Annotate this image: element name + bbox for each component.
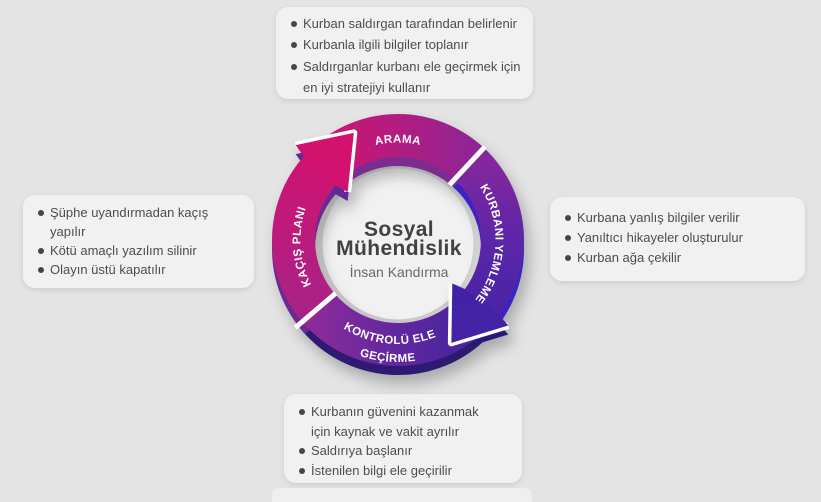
callout-item: Saldırganlar kurbanı ele geçirmek için e…	[291, 56, 523, 99]
callout-item: Kurban saldırgan tarafından belirlenir	[291, 13, 523, 34]
cycle-diagram: ARAMA KURBANI YEMLEME KAÇIŞ PLANI KONTRO…	[271, 113, 525, 375]
callout-item: Kurbana yanlış bilgiler verilir	[565, 208, 795, 228]
callout-item: Kötü amaçlı yazılım silinir	[38, 241, 244, 260]
segment-gap	[447, 145, 487, 187]
callout-right-kurbani-yemleme: Kurbana yanlış bilgiler verilir Yanıltıc…	[550, 197, 805, 281]
callout-left-kacis-plani: Şüphe uyandırmadan kaçış yapılır Kötü am…	[23, 195, 254, 288]
diagram-subtitle: İnsan Kandırma	[349, 263, 449, 280]
callout-right-list: Kurbana yanlış bilgiler verilir Yanıltıc…	[565, 208, 795, 268]
callout-item: Kurban ağa çekilir	[565, 248, 795, 268]
segment-kontrolu-ele-gecirme[interactable]	[300, 292, 484, 366]
segment-kacis-plani[interactable]	[271, 155, 337, 326]
callout-bottom-list: Kurbanın güvenini kazanmak için kaynak v…	[299, 402, 512, 480]
segment-arama[interactable]	[320, 113, 486, 181]
segment-kurbani-yemleme[interactable]	[453, 146, 525, 316]
callout-item: Saldırıya başlanır	[299, 441, 512, 461]
center-disk	[322, 168, 474, 320]
label-arama: ARAMA	[374, 133, 422, 147]
callout-left-list: Şüphe uyandırmadan kaçış yapılır Kötü am…	[38, 203, 244, 279]
diagram-center-caption: Sosyal Mühendislik İnsan Kandırma	[314, 218, 484, 280]
callout-bottom-kontrolu-ele-gecirme: Kurbanın güvenini kazanmak için kaynak v…	[284, 394, 522, 483]
arrow-kacis-to-arama	[294, 129, 358, 193]
arrow-kurbani-to-kontrolu	[447, 283, 510, 347]
callout-top-arama: Kurban saldırgan tarafından belirlenir K…	[276, 7, 533, 99]
callout-item: İstenilen bilgi ele geçirilir	[299, 461, 512, 481]
callout-item: Olayın üstü kapatılır	[38, 260, 244, 279]
card-peek-bottom-edge	[272, 488, 532, 502]
diagram-title: Sosyal Mühendislik	[336, 218, 462, 260]
callout-item: Yanıltıcı hikayeler oluşturulur	[565, 228, 795, 248]
callout-top-list: Kurban saldırgan tarafından belirlenir K…	[291, 13, 523, 99]
callout-item: Kurbanla ilgili bilgiler toplanır	[291, 34, 523, 55]
callout-item: Şüphe uyandırmadan kaçış yapılır	[38, 203, 244, 241]
callout-item: Kurbanın güvenini kazanmak için kaynak v…	[299, 402, 486, 441]
segment-gap	[293, 291, 338, 330]
